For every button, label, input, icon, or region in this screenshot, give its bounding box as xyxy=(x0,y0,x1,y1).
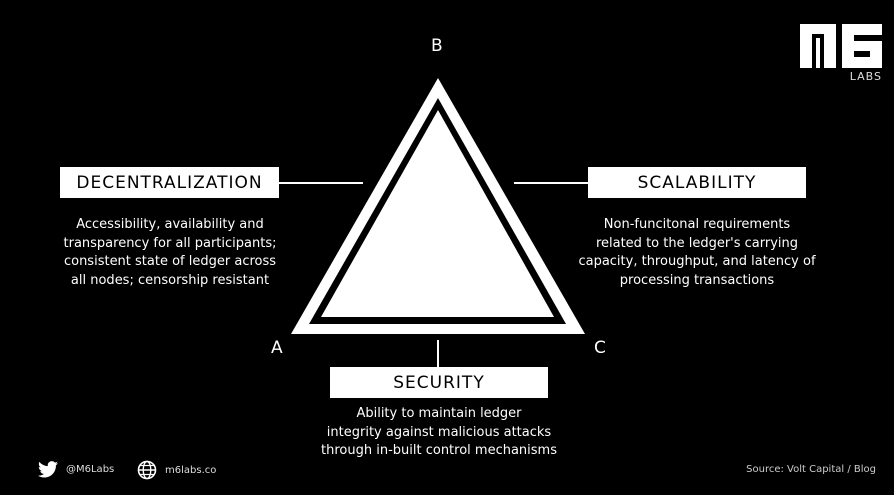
m6-labs-logo xyxy=(800,24,882,68)
website-link[interactable]: m6labs.co xyxy=(137,460,216,480)
logo-subtext: LABS xyxy=(849,70,882,83)
description-line: Accessibility, availability and xyxy=(76,217,264,232)
description-line: Ability to maintain ledger xyxy=(356,406,522,421)
globe-icon xyxy=(137,460,157,480)
vertex-c-label: C xyxy=(594,338,606,358)
scalability-description: Non-funcitonal requirements related to t… xyxy=(572,216,822,290)
decentralization-label: DECENTRALIZATION xyxy=(60,167,279,198)
trilemma-triangle xyxy=(291,78,585,334)
twitter-handle: @M6Labs xyxy=(66,464,115,475)
description-line: all nodes; censorship resistant xyxy=(70,272,270,288)
twitter-icon xyxy=(38,461,58,478)
description-line: Non-funcitonal requirements xyxy=(603,217,791,232)
description-line: consistent state of ledger across xyxy=(63,254,277,269)
description-line: through in-built control mechanisms xyxy=(321,443,557,458)
scalability-label: SCALABILITY xyxy=(588,167,806,198)
decentralization-description: Accessibility, availability and transpar… xyxy=(55,216,285,290)
twitter-link[interactable]: @M6Labs xyxy=(38,461,114,478)
description-line: transparency for all participants; xyxy=(63,235,277,251)
security-connector xyxy=(437,340,439,367)
website-url: m6labs.co xyxy=(165,464,217,476)
description-line: capacity, throughput, and latency of xyxy=(578,254,816,269)
description-line: processing transactions xyxy=(619,272,775,288)
vertex-b-label: B xyxy=(431,36,443,56)
description-line: related to the ledger's carrying xyxy=(595,235,799,251)
source-credit: Source: Volt Capital / Blog xyxy=(746,464,876,475)
security-label: SECURITY xyxy=(330,367,548,398)
vertex-a-label: A xyxy=(271,338,283,358)
description-line: integrity against malicious attacks xyxy=(326,424,552,440)
security-description: Ability to maintain ledger integrity aga… xyxy=(309,405,569,461)
scalability-connector xyxy=(514,182,588,184)
decentralization-connector xyxy=(279,182,363,184)
